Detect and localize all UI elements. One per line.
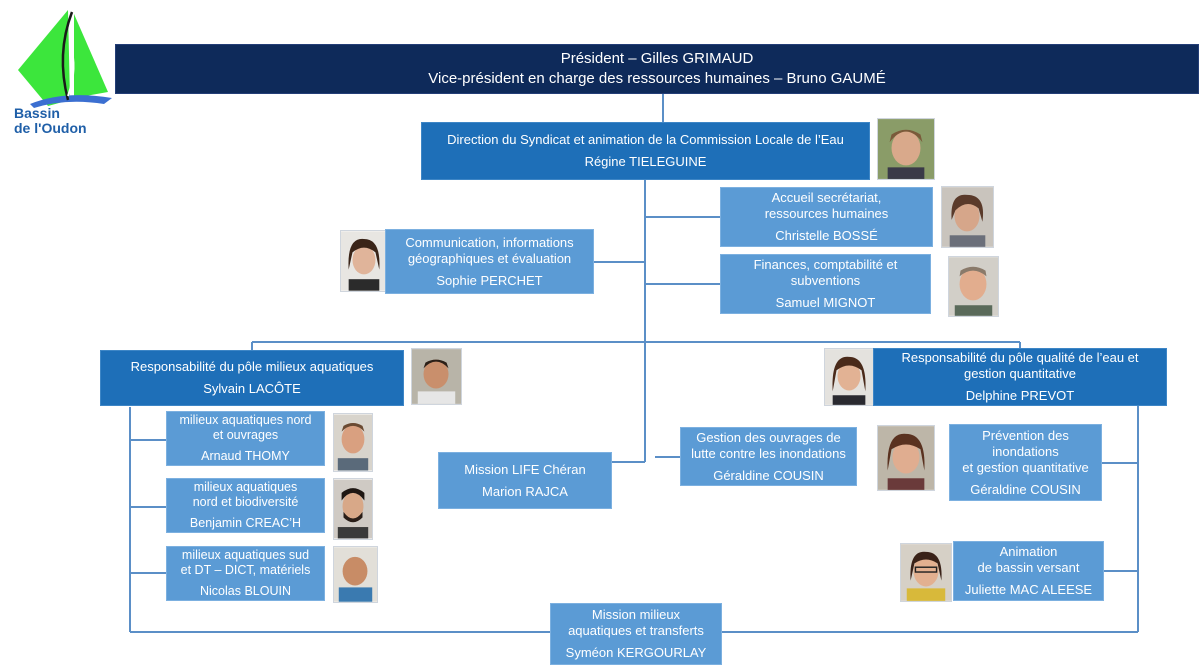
nord-biodiv-box: milieux aquatiques nord et biodiversité … xyxy=(166,478,325,533)
mission-transferts-title-1: Mission milieux xyxy=(591,607,681,622)
nord-biodiv-title-1: milieux aquatiques xyxy=(193,480,298,494)
mission-transferts-box: Mission milieux aquatiques et transferts… xyxy=(550,603,722,665)
photo-nicolas xyxy=(333,546,378,603)
vice-president-line: Vice-président en charge des ressources … xyxy=(428,70,886,87)
photo-samuel xyxy=(948,256,999,317)
nord-ouvrages-title-1: milieux aquatiques nord xyxy=(179,413,312,427)
logo-line-2: de l'Oudon xyxy=(14,120,87,136)
animation-box: Animation de bassin versant Juliette MAC… xyxy=(953,541,1104,601)
animation-title-2: de bassin versant xyxy=(977,560,1080,575)
pole-milieux-name: Sylvain LACÔTE xyxy=(203,381,301,396)
life-box: Mission LIFE Chéran Marion RAJCA xyxy=(438,452,612,509)
accueil-title-2: ressources humaines xyxy=(764,206,889,221)
communication-box: Communication, informations géographique… xyxy=(385,229,594,294)
logo-text: Bassin de l'Oudon xyxy=(14,106,87,136)
direction-title: Direction du Syndicat et animation de la… xyxy=(447,132,844,147)
accueil-title-1: Accueil secrétariat, xyxy=(771,190,882,205)
photo-sylvain xyxy=(411,348,462,405)
nord-biodiv-name: Benjamin CREAC’H xyxy=(189,516,302,530)
finances-box: Finances, comptabilité et subventions Sa… xyxy=(720,254,931,314)
photo-benjamin xyxy=(333,478,373,540)
animation-title-1: Animation xyxy=(999,544,1058,559)
gestion-ouvrages-box: Gestion des ouvrages de lutte contre les… xyxy=(680,427,857,486)
photo-geraldine xyxy=(877,425,935,491)
finances-name: Samuel MIGNOT xyxy=(775,295,876,310)
nord-ouvrages-title-2: et ouvrages xyxy=(212,428,279,442)
mission-transferts-name: Syméon KERGOURLAY xyxy=(565,645,707,660)
direction-name: Régine TIELEGUINE xyxy=(584,154,707,169)
sud-dt-title-1: milieux aquatiques sud xyxy=(181,548,310,562)
gestion-ouvrages-title-2: lutte contre les inondations xyxy=(691,445,846,461)
prevention-title-1: Prévention des xyxy=(982,427,1069,443)
direction-box: Direction du Syndicat et animation de la… xyxy=(421,122,870,180)
nord-ouvrages-box: milieux aquatiques nord et ouvrages Arna… xyxy=(166,411,325,466)
nord-biodiv-title-2: nord et biodiversité xyxy=(192,495,299,509)
life-name: Marion RAJCA xyxy=(482,483,568,499)
gestion-ouvrages-name: Géraldine COUSIN xyxy=(713,467,824,483)
accueil-box: Accueil secrétariat, ressources humaines… xyxy=(720,187,933,247)
accueil-name: Christelle BOSSÉ xyxy=(775,228,878,243)
finances-title-2: subventions xyxy=(790,273,861,288)
logo-line-1: Bassin xyxy=(14,105,60,121)
nord-ouvrages-name: Arnaud THOMY xyxy=(201,449,290,463)
sud-dt-title-2: et DT – DICT, matériels xyxy=(180,563,311,577)
photo-delphine xyxy=(824,348,875,406)
mission-transferts-title-2: aquatiques et transferts xyxy=(568,623,704,638)
pole-milieux-title: Responsabilité du pôle milieux aquatique… xyxy=(130,359,374,374)
communication-name: Sophie PERCHET xyxy=(436,272,543,288)
animation-name: Juliette MAC ALEESE xyxy=(964,582,1093,597)
bassin-oudon-logo xyxy=(8,4,120,136)
prevention-name: Géraldine COUSIN xyxy=(970,481,1081,497)
photo-regine xyxy=(877,118,935,180)
sud-dt-box: milieux aquatiques sud et DT – DICT, mat… xyxy=(166,546,325,601)
prevention-title-3: et gestion quantitative xyxy=(962,459,1089,475)
prevention-box: Prévention des inondations et gestion qu… xyxy=(949,424,1102,501)
photo-sophie xyxy=(340,230,387,292)
pole-qualite-box: Responsabilité du pôle qualité de l’eau … xyxy=(873,348,1167,406)
photo-christelle xyxy=(941,186,994,248)
president-line: Président – Gilles GRIMAUD xyxy=(560,50,754,67)
photo-arnaud xyxy=(333,413,373,472)
prevention-title-2: inondations xyxy=(992,443,1059,459)
pole-qualite-name: Delphine PREVOT xyxy=(965,388,1075,403)
communication-title-2: géographiques et évaluation xyxy=(407,250,572,266)
photo-juliette xyxy=(900,543,952,602)
pole-milieux-box: Responsabilité du pôle milieux aquatique… xyxy=(100,350,404,406)
communication-title-1: Communication, informations xyxy=(405,234,574,250)
gestion-ouvrages-title-1: Gestion des ouvrages de xyxy=(696,429,841,445)
finances-title-1: Finances, comptabilité et xyxy=(753,257,898,272)
pole-qualite-title-1: Responsabilité du pôle qualité de l’eau … xyxy=(901,350,1139,365)
sud-dt-name: Nicolas BLOUIN xyxy=(200,584,291,598)
pole-qualite-title-2: gestion quantitative xyxy=(963,366,1077,381)
president-box: Président – Gilles GRIMAUD Vice-présiden… xyxy=(115,44,1199,94)
life-title: Mission LIFE Chéran xyxy=(464,461,586,477)
